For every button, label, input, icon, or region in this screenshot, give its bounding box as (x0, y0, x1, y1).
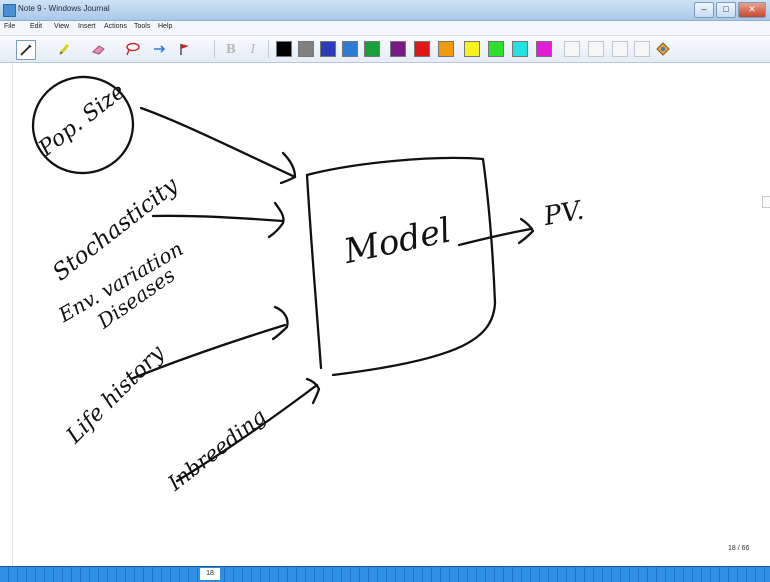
arrow-inbreeding-head (305, 377, 321, 405)
color-swatch-blue[interactable] (342, 41, 358, 57)
menu-bar: File Edit View Insert Actions Tools Help (0, 21, 770, 36)
flag-icon[interactable] (176, 40, 194, 58)
color-palette-icon[interactable] (654, 40, 672, 58)
arrow-pop-size (139, 106, 297, 179)
color-swatch-empty[interactable] (564, 41, 580, 57)
menu-help[interactable]: Help (158, 23, 173, 30)
note-pv: PV. (541, 196, 587, 233)
color-swatch-gray[interactable] (298, 41, 314, 57)
menu-view[interactable]: View (54, 23, 70, 30)
highlighter-icon[interactable] (56, 40, 74, 58)
toolbar: B I (0, 36, 770, 63)
model-box (305, 156, 497, 377)
arrow-inbreeding (175, 383, 319, 483)
color-swatch-empty[interactable] (634, 41, 650, 57)
color-swatch-purple[interactable] (390, 41, 406, 57)
window-controls: – □ ✕ (694, 2, 766, 18)
color-swatch-empty[interactable] (612, 41, 628, 57)
note-inbreeding: Inbreeding (163, 404, 271, 496)
menu-tools[interactable]: Tools (134, 23, 151, 30)
color-swatch-magenta[interactable] (536, 41, 552, 57)
close-button[interactable]: ✕ (738, 2, 766, 18)
arrow-life-history-head (271, 305, 289, 341)
page-status-bar[interactable] (0, 566, 770, 582)
color-swatch-cyan[interactable] (512, 41, 528, 57)
arrow-to-pv (457, 227, 533, 247)
toolbar-separator (214, 40, 215, 58)
color-swatch-orange[interactable] (438, 41, 454, 57)
page-counter: 18 / 66 (728, 545, 750, 552)
scroll-indicator[interactable] (762, 196, 770, 208)
note-life-history: Life history (61, 340, 170, 449)
bold-button[interactable]: B (225, 42, 237, 56)
color-swatch-yellow[interactable] (464, 41, 480, 57)
page-number-box[interactable]: 18 (200, 568, 220, 580)
color-swatch-dark-blue[interactable] (320, 41, 336, 57)
maximize-button[interactable]: □ (716, 2, 736, 18)
menu-edit[interactable]: Edit (30, 23, 43, 30)
color-swatch-lime[interactable] (488, 41, 504, 57)
arrow-life-history (129, 323, 287, 381)
journal-app-icon (3, 4, 16, 17)
menu-file[interactable]: File (4, 23, 16, 30)
title-bar: Note 9 - Windows Journal – □ ✕ (0, 0, 770, 21)
lasso-select-icon[interactable] (124, 40, 142, 58)
pen-icon[interactable] (16, 40, 36, 60)
menu-actions[interactable]: Actions (104, 23, 127, 30)
color-swatch-red[interactable] (414, 41, 430, 57)
arrow-to-pv-head (517, 217, 535, 245)
window-title: Note 9 - Windows Journal (18, 4, 110, 13)
italic-button[interactable]: I (250, 42, 256, 56)
color-swatch-black[interactable] (276, 41, 292, 57)
note-model: Model (340, 210, 455, 272)
insert-space-icon[interactable] (150, 40, 168, 58)
arrow-pop-size-head (279, 151, 297, 185)
pop-size-circle (31, 75, 135, 175)
arrow-stochasticity-head (267, 201, 285, 239)
arrow-stochasticity (151, 214, 285, 223)
menu-insert[interactable]: Insert (78, 23, 96, 30)
note-canvas[interactable]: Pop. Size Stochasticity Env. variation D… (12, 63, 765, 566)
color-swatch-green[interactable] (364, 41, 380, 57)
minimize-button[interactable]: – (694, 2, 714, 18)
handwritten-notes: Pop. Size Stochasticity Env. variation D… (31, 75, 587, 496)
toolbar-separator (268, 40, 269, 58)
color-swatch-empty[interactable] (588, 41, 604, 57)
eraser-icon[interactable] (90, 40, 108, 58)
